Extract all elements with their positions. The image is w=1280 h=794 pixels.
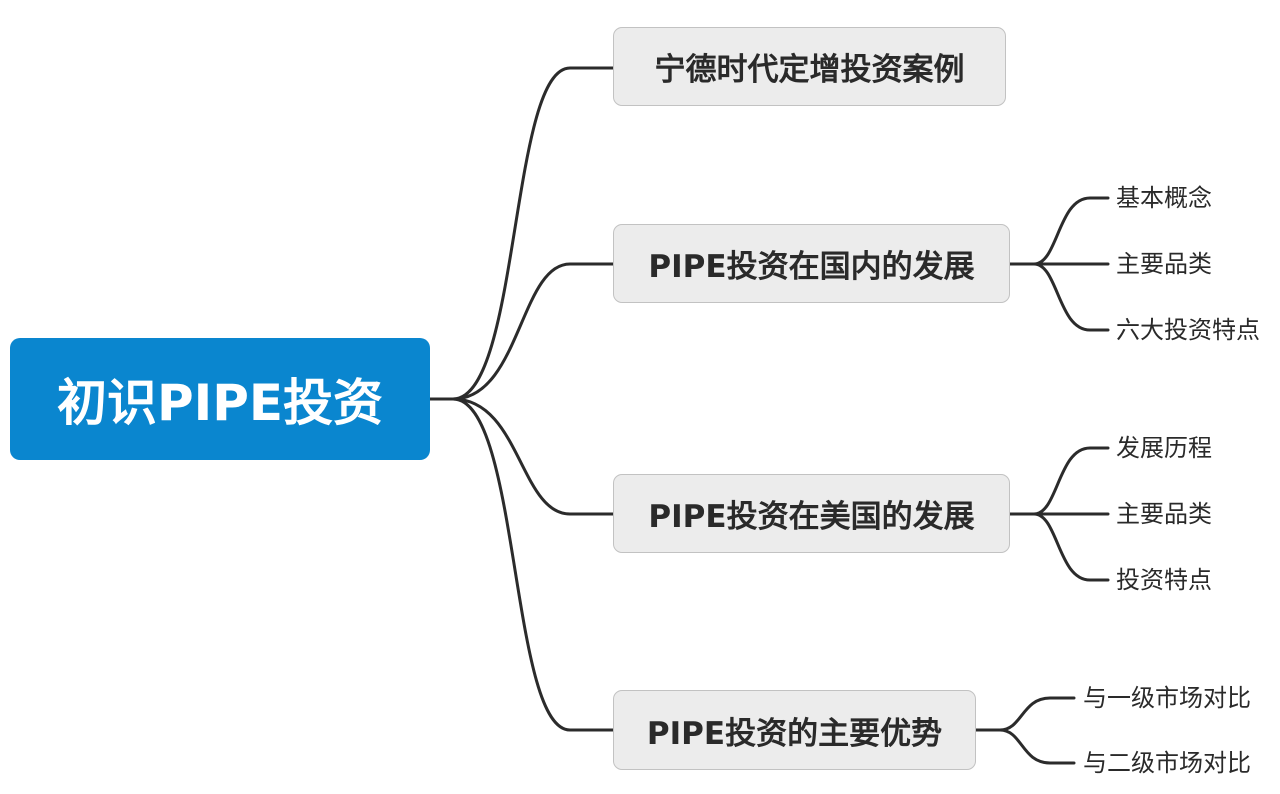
leaf-topic[interactable]: 主要品类 [1116, 250, 1212, 278]
connector-branch-1-leaf-0 [1032, 196, 1110, 266]
branch-topic-catl-case[interactable]: 宁德时代定增投资案例 [613, 27, 1006, 106]
connector-root-branch-3 [451, 397, 615, 732]
branch-topic-label: PIPE投资在美国的发展 [648, 499, 975, 535]
branch-topic-label: 宁德时代定增投资案例 [654, 52, 965, 88]
connector-branch-2-leaf-2 [1032, 512, 1110, 582]
connector-root-branch-1 [451, 262, 615, 401]
leaf-topic[interactable]: 发展历程 [1116, 434, 1212, 462]
branch-topic-advantages[interactable]: PIPE投资的主要优势 [613, 690, 976, 770]
leaf-topic[interactable]: 六大投资特点 [1116, 316, 1260, 344]
branch-topic-us[interactable]: PIPE投资在美国的发展 [613, 474, 1010, 553]
connector-root-branch-2 [451, 397, 615, 516]
leaf-topic[interactable]: 基本概念 [1116, 184, 1212, 212]
branch-topic-label: PIPE投资在国内的发展 [648, 249, 975, 285]
leaf-topic[interactable]: 投资特点 [1116, 566, 1212, 594]
leaf-topic[interactable]: 与二级市场对比 [1083, 749, 1251, 777]
connector-branch-3-leaf-0 [998, 696, 1076, 732]
root-topic[interactable]: 初识PIPE投资 [10, 338, 430, 460]
connector-root-branch-0 [428, 66, 615, 401]
branch-topic-domestic[interactable]: PIPE投资在国内的发展 [613, 224, 1010, 303]
branch-topic-label: PIPE投资的主要优势 [646, 715, 943, 752]
leaf-topic[interactable]: 与一级市场对比 [1083, 684, 1251, 712]
leaf-topic[interactable]: 主要品类 [1116, 500, 1212, 528]
connector-branch-2-leaf-0 [1032, 446, 1110, 516]
connector-branch-1-leaf-2 [1032, 262, 1110, 332]
connector-branch-3-leaf-1 [998, 728, 1076, 765]
root-topic-label: 初识PIPE投资 [56, 374, 384, 432]
